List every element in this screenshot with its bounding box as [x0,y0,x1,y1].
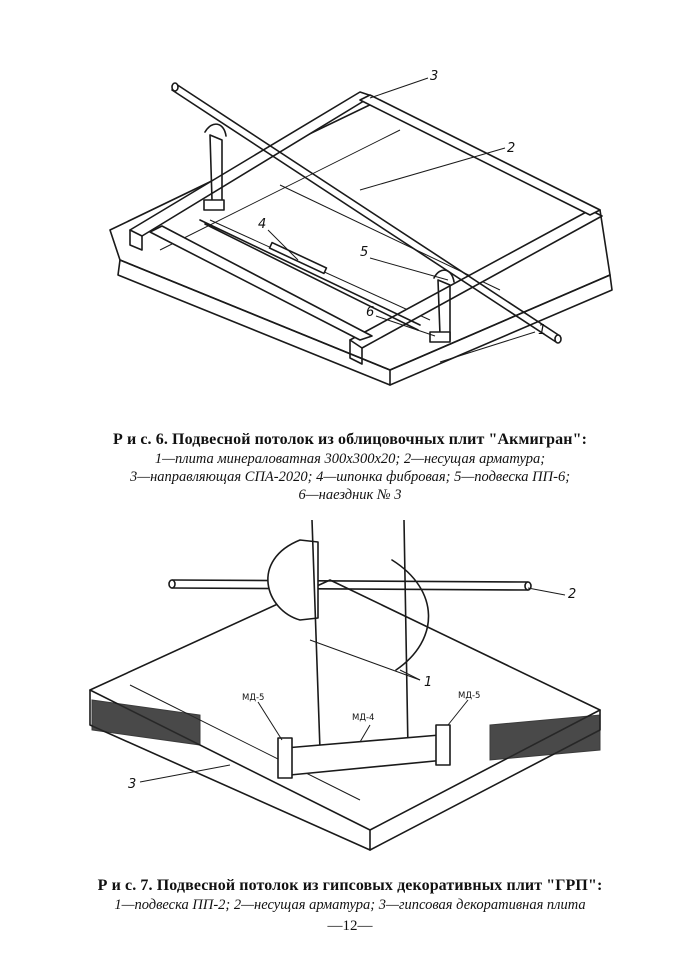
fig7-hangers [267,520,430,751]
page-number: —12— [327,918,373,934]
fig6-bearing-rod [171,82,562,344]
figure-7-svg: 2 1 3 МД-5 МД-4 МД-5 [89,520,601,851]
fig7-leaders [139,587,566,783]
fig7-bearing-rod [168,579,532,591]
fig6-label-6: 6 [366,305,374,320]
figure-7-drawing: 2 1 3 МД-5 МД-4 МД-5 [0,520,700,870]
figure-6-caption-line: 1—плита минераловатная 300x300x20; 2—нес… [154,451,546,467]
fig6-label-3: 3 [430,69,438,84]
fig7-part-label-md5: МД-5 [242,693,264,703]
fig7-label-3: 3 [128,777,136,792]
figure-6-caption-line: 3—направляющая СПА-2020; 4—шпонка фибров… [129,469,571,485]
fig6-label-4: 4 [258,217,266,232]
fig6-label-1: 1 [538,323,546,338]
fig7-end-blocks [91,699,601,761]
figure-6-drawing: 3 2 4 5 6 1 [0,40,700,400]
fig7-label-2: 2 [568,587,576,602]
fig7-clip-bar [277,724,451,779]
fig7-label-1: 1 [424,675,432,690]
fig6-label-2: 2 [507,141,515,156]
fig6-ceiling-slab [109,99,613,386]
figure-6-svg: 3 2 4 5 6 1 [109,69,613,386]
fig6-label-5: 5 [360,245,368,260]
figure-7-caption: Р и с. 7. Подвесной потолок из гипсовых … [40,876,660,914]
fig6-key-plate [268,241,328,275]
figure-6-caption: Р и с. 6. Подвесной потолок из облицовоч… [40,430,660,504]
figure-6-caption-title: Р и с. 6. Подвесной потолок из облицовоч… [112,431,588,448]
figure-7-caption-line: 1—подвеска ПП-2; 2—несущая арматура; 3—г… [114,897,586,913]
fig6-fibre-key [199,219,421,331]
fig6-leaders [267,77,536,363]
fig7-part-label-md5: МД-5 [458,691,480,701]
fig7-part-label-md4: МД-4 [352,713,374,723]
figure-7-caption-title: Р и с. 7. Подвесной потолок из гипсовых … [97,877,603,894]
figure-6-caption-line: 6—наездник № 3 [298,487,402,503]
fig6-hangers [203,123,455,343]
